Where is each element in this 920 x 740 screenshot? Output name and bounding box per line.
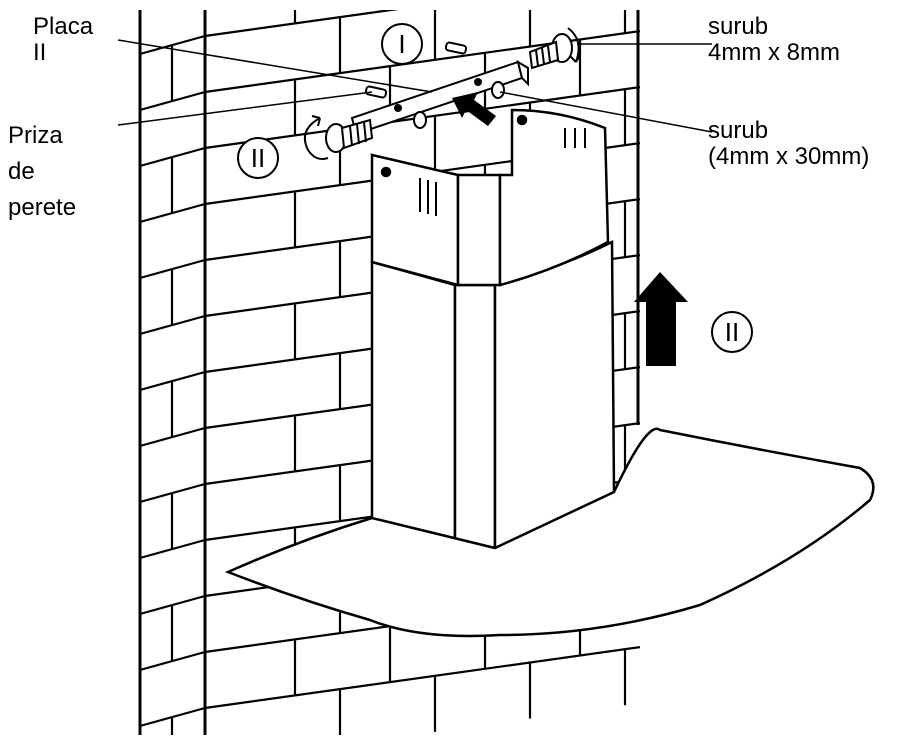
brick-side-line xyxy=(140,426,206,448)
brick-course-line xyxy=(204,646,640,710)
svg-text:II: II xyxy=(725,317,739,347)
large-screw-right xyxy=(528,33,573,70)
step-marker-right: II xyxy=(711,311,753,353)
brick-side-line xyxy=(140,202,206,224)
step-marker-left: II xyxy=(237,137,279,179)
label-priza: Priza de perete xyxy=(8,122,77,221)
insert-arrow xyxy=(452,92,496,126)
brick-side-line xyxy=(140,538,206,560)
chimney-upper xyxy=(370,108,610,287)
label-placa: Placa II xyxy=(33,13,94,66)
step-marker-top: I xyxy=(381,23,423,65)
brick-side-line xyxy=(140,90,206,112)
rotation-arrows xyxy=(304,27,581,160)
label-surub-small: surub 4mm x 8mm xyxy=(708,13,840,66)
hood-canopy xyxy=(224,427,875,638)
leader-lines xyxy=(117,39,713,133)
label-surub-large: surub (4mm x 30mm) xyxy=(708,117,870,170)
lift-arrow xyxy=(634,272,688,366)
chimney-lower xyxy=(370,239,616,550)
brick-side-line xyxy=(140,314,206,336)
brick-course-line xyxy=(204,10,640,38)
svg-text:I: I xyxy=(398,29,405,59)
brick-side-line xyxy=(140,650,206,672)
large-screw-left xyxy=(325,118,374,153)
small-screws xyxy=(413,81,505,129)
wall-plugs xyxy=(364,41,468,99)
svg-text:II: II xyxy=(251,143,265,173)
